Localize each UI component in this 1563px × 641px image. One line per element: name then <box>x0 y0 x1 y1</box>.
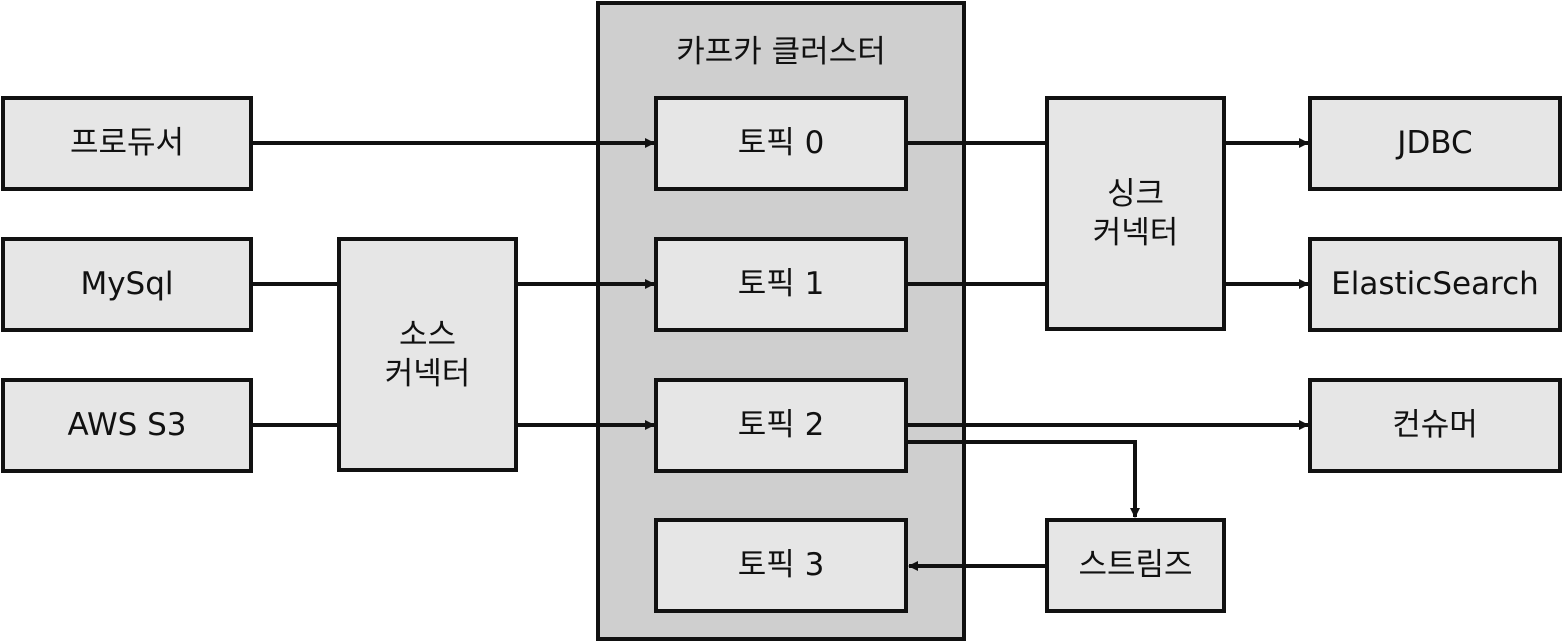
elasticsearch-label: ElasticSearch <box>1331 266 1539 303</box>
topic-3-label: 토픽 3 <box>737 547 825 584</box>
topic-2-box: 토픽 2 <box>654 378 908 473</box>
aws-s3-label: AWS S3 <box>67 407 187 444</box>
consumer-label: 컨슈머 <box>1392 407 1478 444</box>
producer-box: 프로듀서 <box>1 96 253 191</box>
sink-connector-label: 싱크 커넥터 <box>1092 175 1179 251</box>
consumer-box: 컨슈머 <box>1308 378 1562 473</box>
arrow-topic2-to-streams <box>907 440 1140 518</box>
sink-connector-box: 싱크 커넥터 <box>1045 96 1226 331</box>
jdbc-label: JDBC <box>1397 125 1473 162</box>
kafka-cluster-title: 카프카 클러스터 <box>676 34 886 70</box>
topic-1-box: 토픽 1 <box>654 237 908 332</box>
jdbc-box: JDBC <box>1308 96 1562 191</box>
producer-label: 프로듀서 <box>69 125 185 162</box>
elasticsearch-box: ElasticSearch <box>1308 237 1562 332</box>
topic-2-label: 토픽 2 <box>737 407 825 444</box>
source-connector-box: 소스 커넥터 <box>337 237 518 472</box>
aws-s3-box: AWS S3 <box>1 378 253 473</box>
topic-0-label: 토픽 0 <box>737 125 825 162</box>
topic-1-label: 토픽 1 <box>737 266 825 303</box>
topic-0-box: 토픽 0 <box>654 96 908 191</box>
streams-label: 스트림즈 <box>1078 547 1193 584</box>
mysql-label: MySql <box>80 266 174 303</box>
mysql-box: MySql <box>1 237 253 332</box>
streams-box: 스트림즈 <box>1045 518 1226 613</box>
topic-3-box: 토픽 3 <box>654 518 908 613</box>
source-connector-label: 소스 커넥터 <box>384 316 471 392</box>
